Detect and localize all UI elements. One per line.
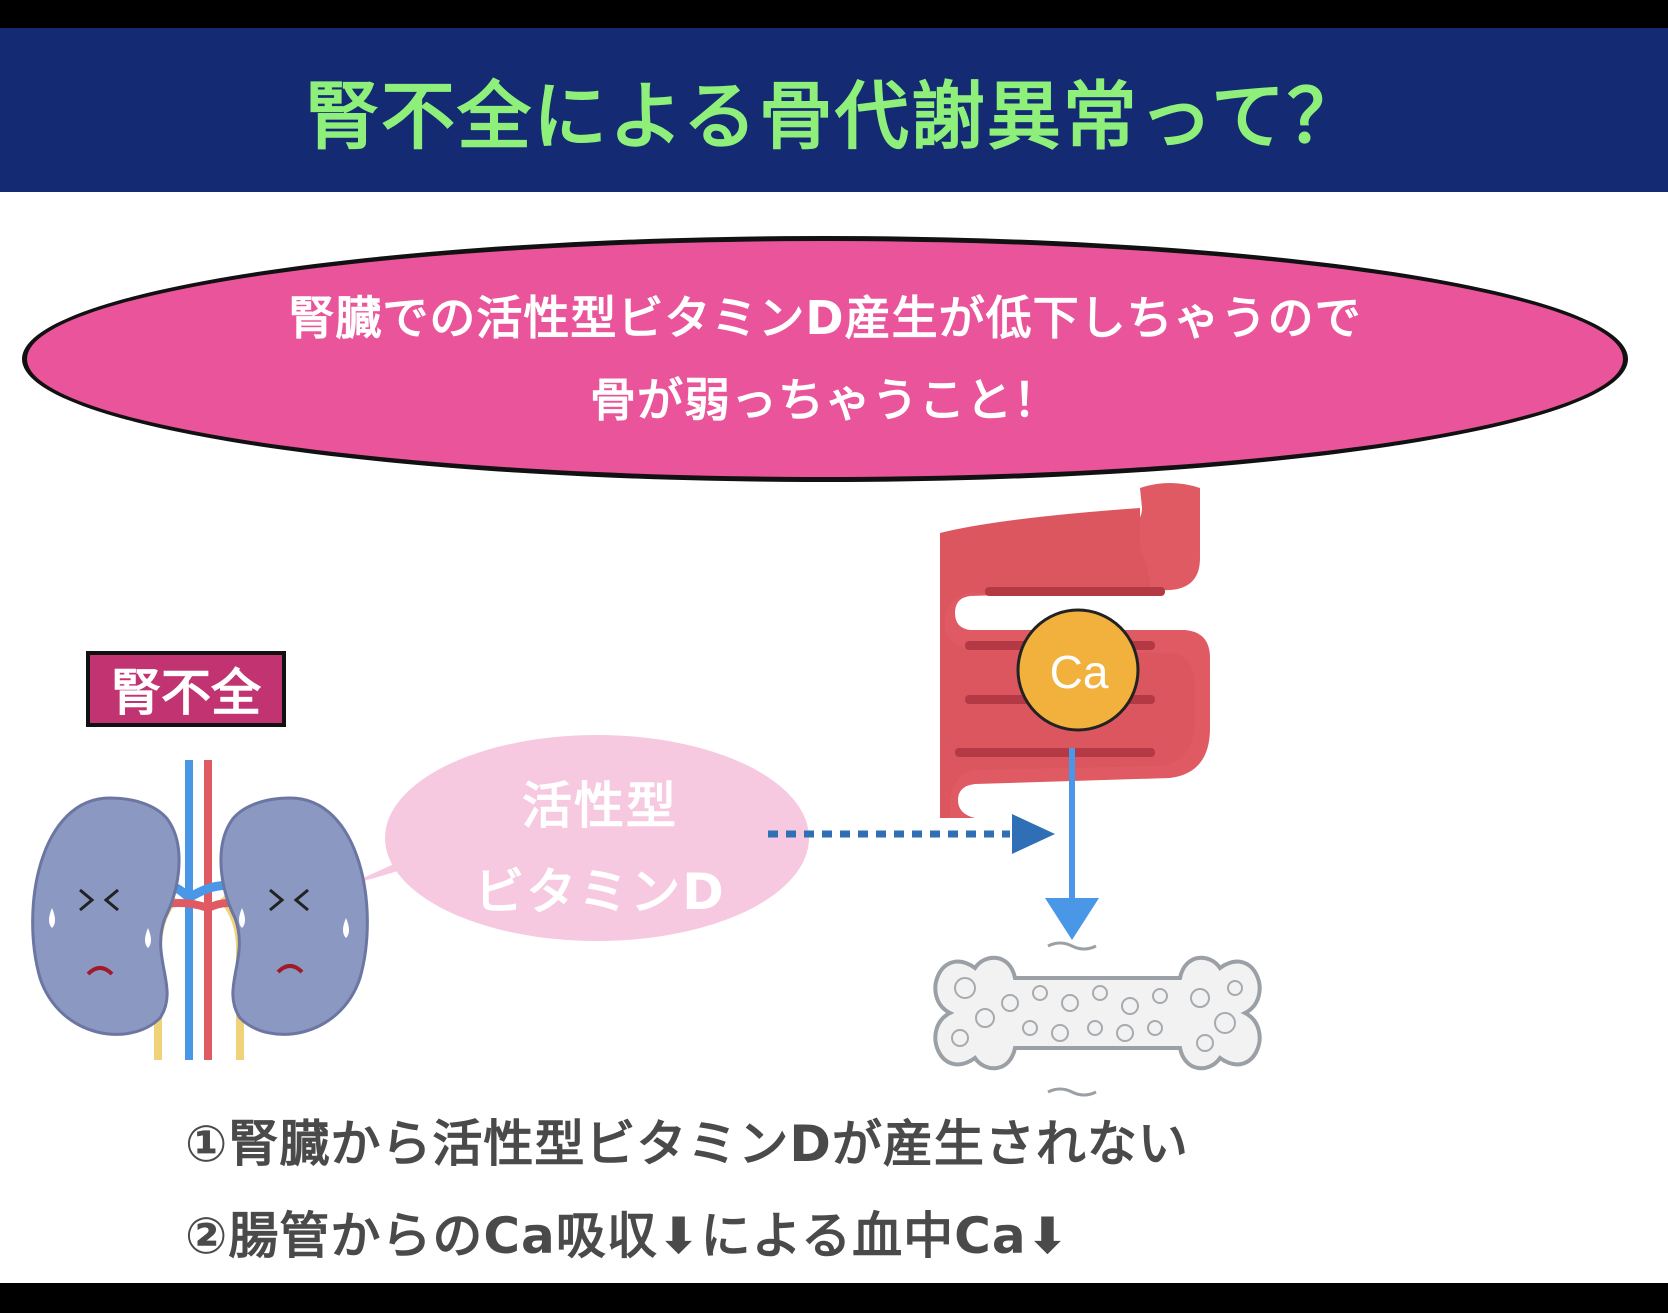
bone-icon xyxy=(933,941,1262,1097)
kidney-icon xyxy=(31,760,369,1060)
vitamin-d-line-1: 活性型 xyxy=(522,777,678,835)
slide: 腎不全による骨代謝異常って？ 腎臓での活性型ビタミンD産生が低下しちゃうので 骨… xyxy=(0,28,1668,1283)
note-2: ②腸管からのCa吸収⬇︎による血中Ca⬇︎ xyxy=(185,1207,1070,1265)
solid-arrow xyxy=(1045,748,1099,940)
dotted-arrow xyxy=(768,814,1055,854)
vitamin-d-line-2: ビタミンD xyxy=(474,863,726,921)
calcium-icon xyxy=(1016,608,1140,732)
summary-line-1: 腎臓での活性型ビタミンD産生が低下しちゃうので xyxy=(288,291,1362,345)
note-1: ①腎臓から活性型ビタミンDが産生されない xyxy=(185,1115,1189,1173)
calcium-label: Ca xyxy=(1049,646,1109,698)
vitamin-d-text: 活性型 ビタミンD xyxy=(430,763,770,935)
diagram-art xyxy=(31,483,1262,1097)
vitamin-d-speech-bubble xyxy=(345,735,809,941)
title-bar: 腎不全による骨代謝異常って？ xyxy=(0,28,1668,192)
summary-bubble: 腎臓での活性型ビタミンD産生が低下しちゃうので 骨が弱っちゃうこと！ xyxy=(22,236,1628,482)
page-title: 腎不全による骨代謝異常って？ xyxy=(304,73,1364,160)
kidney-failure-label-text: 腎不全 xyxy=(111,664,261,722)
summary-line-2: 骨が弱っちゃうこと！ xyxy=(590,373,1060,427)
notes: ①腎臓から活性型ビタミンDが産生されない ②腸管からのCa吸収⬇︎による血中Ca… xyxy=(185,1098,1189,1282)
kidney-failure-label: 腎不全 xyxy=(86,651,286,727)
